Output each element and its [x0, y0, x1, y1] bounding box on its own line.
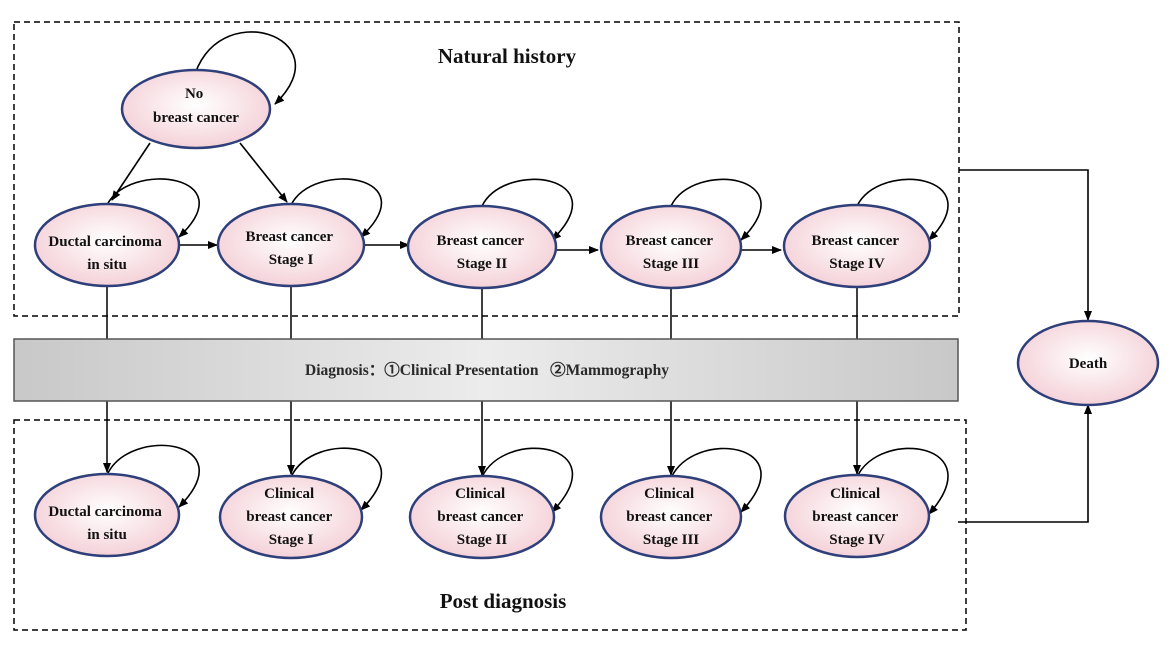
svg-text:Breast cancer Stage III: Breast cancer Stage III [625, 233, 716, 272]
svg-text:Breast cancer Stage II: Breast cancer Stage II [436, 233, 527, 272]
self-loop-s1 [290, 178, 382, 238]
node-label-line: Clinical [644, 486, 694, 502]
node-shape [33, 472, 181, 558]
node-label-line: breast cancer [153, 110, 239, 126]
svg-text:No breast cancer: No breast cancer [153, 86, 239, 126]
diagnosis-connectors [103, 285, 861, 476]
node-label-line: Clinical [830, 486, 880, 502]
post-diagnosis-box [13, 419, 967, 631]
node-shape [218, 474, 364, 560]
node-breast-cancer-stage-4: Breast cancer Stage IV [782, 203, 932, 289]
svg-text:Death: Death [1069, 356, 1108, 372]
diagnosis-band-label: Diagnosis：①Clinical Presentation ②Mammog… [305, 360, 669, 379]
self-loop-s4 [856, 178, 949, 241]
node-clinical-stage-3: Clinical breast cancer Stage III [599, 474, 743, 560]
node-death: Death [1016, 319, 1160, 407]
self-loop-c4 [856, 447, 949, 515]
node-shape [216, 202, 366, 288]
node-shape [1016, 319, 1160, 407]
node-label-line: breast cancer [626, 509, 712, 525]
node-shape [33, 202, 181, 288]
self-loop-s3 [670, 178, 762, 241]
node-shape [406, 204, 558, 290]
node-label-line: Stage IV [829, 532, 885, 548]
natural-history-title: Natural history [438, 44, 577, 68]
node-label-line: No [185, 86, 203, 102]
node-label-line: Breast cancer [245, 229, 333, 245]
progression-arrows [111, 142, 782, 254]
node-breast-cancer-stage-1: Breast cancer Stage I [216, 202, 366, 288]
node-label-line: Stage III [643, 256, 699, 272]
node-label-line: Stage III [643, 532, 699, 548]
self-loop-nbc [192, 31, 297, 105]
node-label-line: Stage I [269, 532, 314, 548]
node-label-line: in situ [87, 257, 127, 273]
natural-history-box [13, 21, 960, 317]
node-shape [782, 203, 932, 289]
node-label-line: Stage II [457, 256, 508, 272]
node-clinical-stage-2: Clinical breast cancer Stage II [408, 474, 556, 560]
self-loop-c1 [290, 447, 383, 511]
post-diagnosis-title: Post diagnosis [440, 589, 567, 613]
arrow-post-to-death [958, 404, 1092, 523]
node-clinical-stage-1: Clinical breast cancer Stage I [218, 474, 364, 560]
node-label-line: Stage I [269, 252, 314, 268]
self-loop-c3 [670, 447, 762, 513]
node-no-breast-cancer: No breast cancer [120, 68, 272, 150]
node-ductal-carcinoma-in-situ: Ductal carcinoma in situ [33, 202, 181, 288]
node-label-line: breast cancer [812, 509, 898, 525]
self-loops [106, 31, 949, 515]
node-label-line: Stage IV [829, 256, 885, 272]
node-breast-cancer-stage-3: Breast cancer Stage III [599, 204, 743, 290]
svg-text:Clinical breast cancer: Clinical breast cancer Stage IV [812, 486, 901, 548]
self-loop-s2 [481, 178, 574, 241]
node-label-line: Ductal carcinoma [48, 234, 162, 250]
arrow-nbc-to-dcis [111, 142, 151, 201]
svg-text:Ductal carcinoma in situ: Ductal carcinoma in situ [48, 234, 165, 273]
svg-text:Clinical breast cancer: Clinical breast cancer Stage I [246, 486, 335, 548]
node-label-line: Clinical [455, 486, 505, 502]
node-clinical-stage-4: Clinical breast cancer Stage IV [783, 473, 931, 559]
svg-text:Ductal carcinoma in situ: Ductal carcinoma in situ [48, 504, 165, 543]
node-shape [783, 473, 931, 559]
diagnosis-band [13, 338, 959, 402]
svg-text:Breast cancer Stage IV: Breast cancer Stage IV [811, 233, 902, 272]
node-shape [408, 474, 556, 560]
node-shape [120, 68, 272, 150]
node-label-line: Death [1069, 356, 1108, 372]
self-loop-c2 [481, 447, 574, 513]
arrow-natural-to-death [959, 169, 1092, 321]
node-breast-cancer-stage-2: Breast cancer Stage II [406, 204, 558, 290]
svg-text:Breast cancer Stage I: Breast cancer Stage I [245, 229, 336, 268]
self-loop-cdcis [106, 444, 200, 508]
node-label-line: Breast cancer [811, 233, 899, 249]
self-loop-dcis [106, 178, 200, 238]
node-shape [599, 204, 743, 290]
node-label-line: Clinical [264, 486, 314, 502]
node-shape [599, 474, 743, 560]
node-label-line: breast cancer [437, 509, 523, 525]
node-post-ductal-carcinoma-in-situ: Ductal carcinoma in situ [33, 472, 181, 558]
arrow-nbc-to-s1 [239, 142, 288, 203]
node-label-line: in situ [87, 527, 127, 543]
svg-text:Clinical breast cancer: Clinical breast cancer Stage III [626, 486, 715, 548]
node-label-line: Stage II [457, 532, 508, 548]
node-label-line: Breast cancer [436, 233, 524, 249]
svg-text:Clinical breast cancer: Clinical breast cancer Stage II [437, 486, 526, 548]
node-label-line: Breast cancer [625, 233, 713, 249]
node-label-line: Ductal carcinoma [48, 504, 162, 520]
node-label-line: breast cancer [246, 509, 332, 525]
